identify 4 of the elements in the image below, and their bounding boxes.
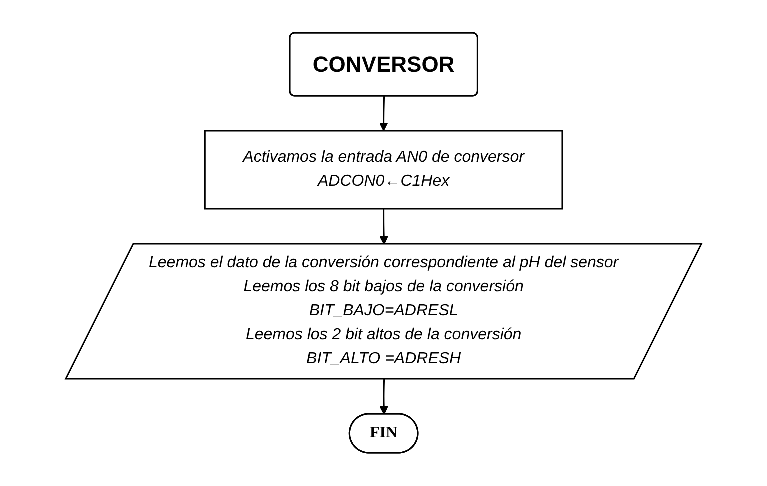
arrow [379, 379, 388, 415]
node-box: Activamos la entrada AN0 de conversor ADCON0←C1Hex [204, 130, 563, 210]
arrow [379, 209, 388, 245]
arrow [379, 96, 388, 132]
